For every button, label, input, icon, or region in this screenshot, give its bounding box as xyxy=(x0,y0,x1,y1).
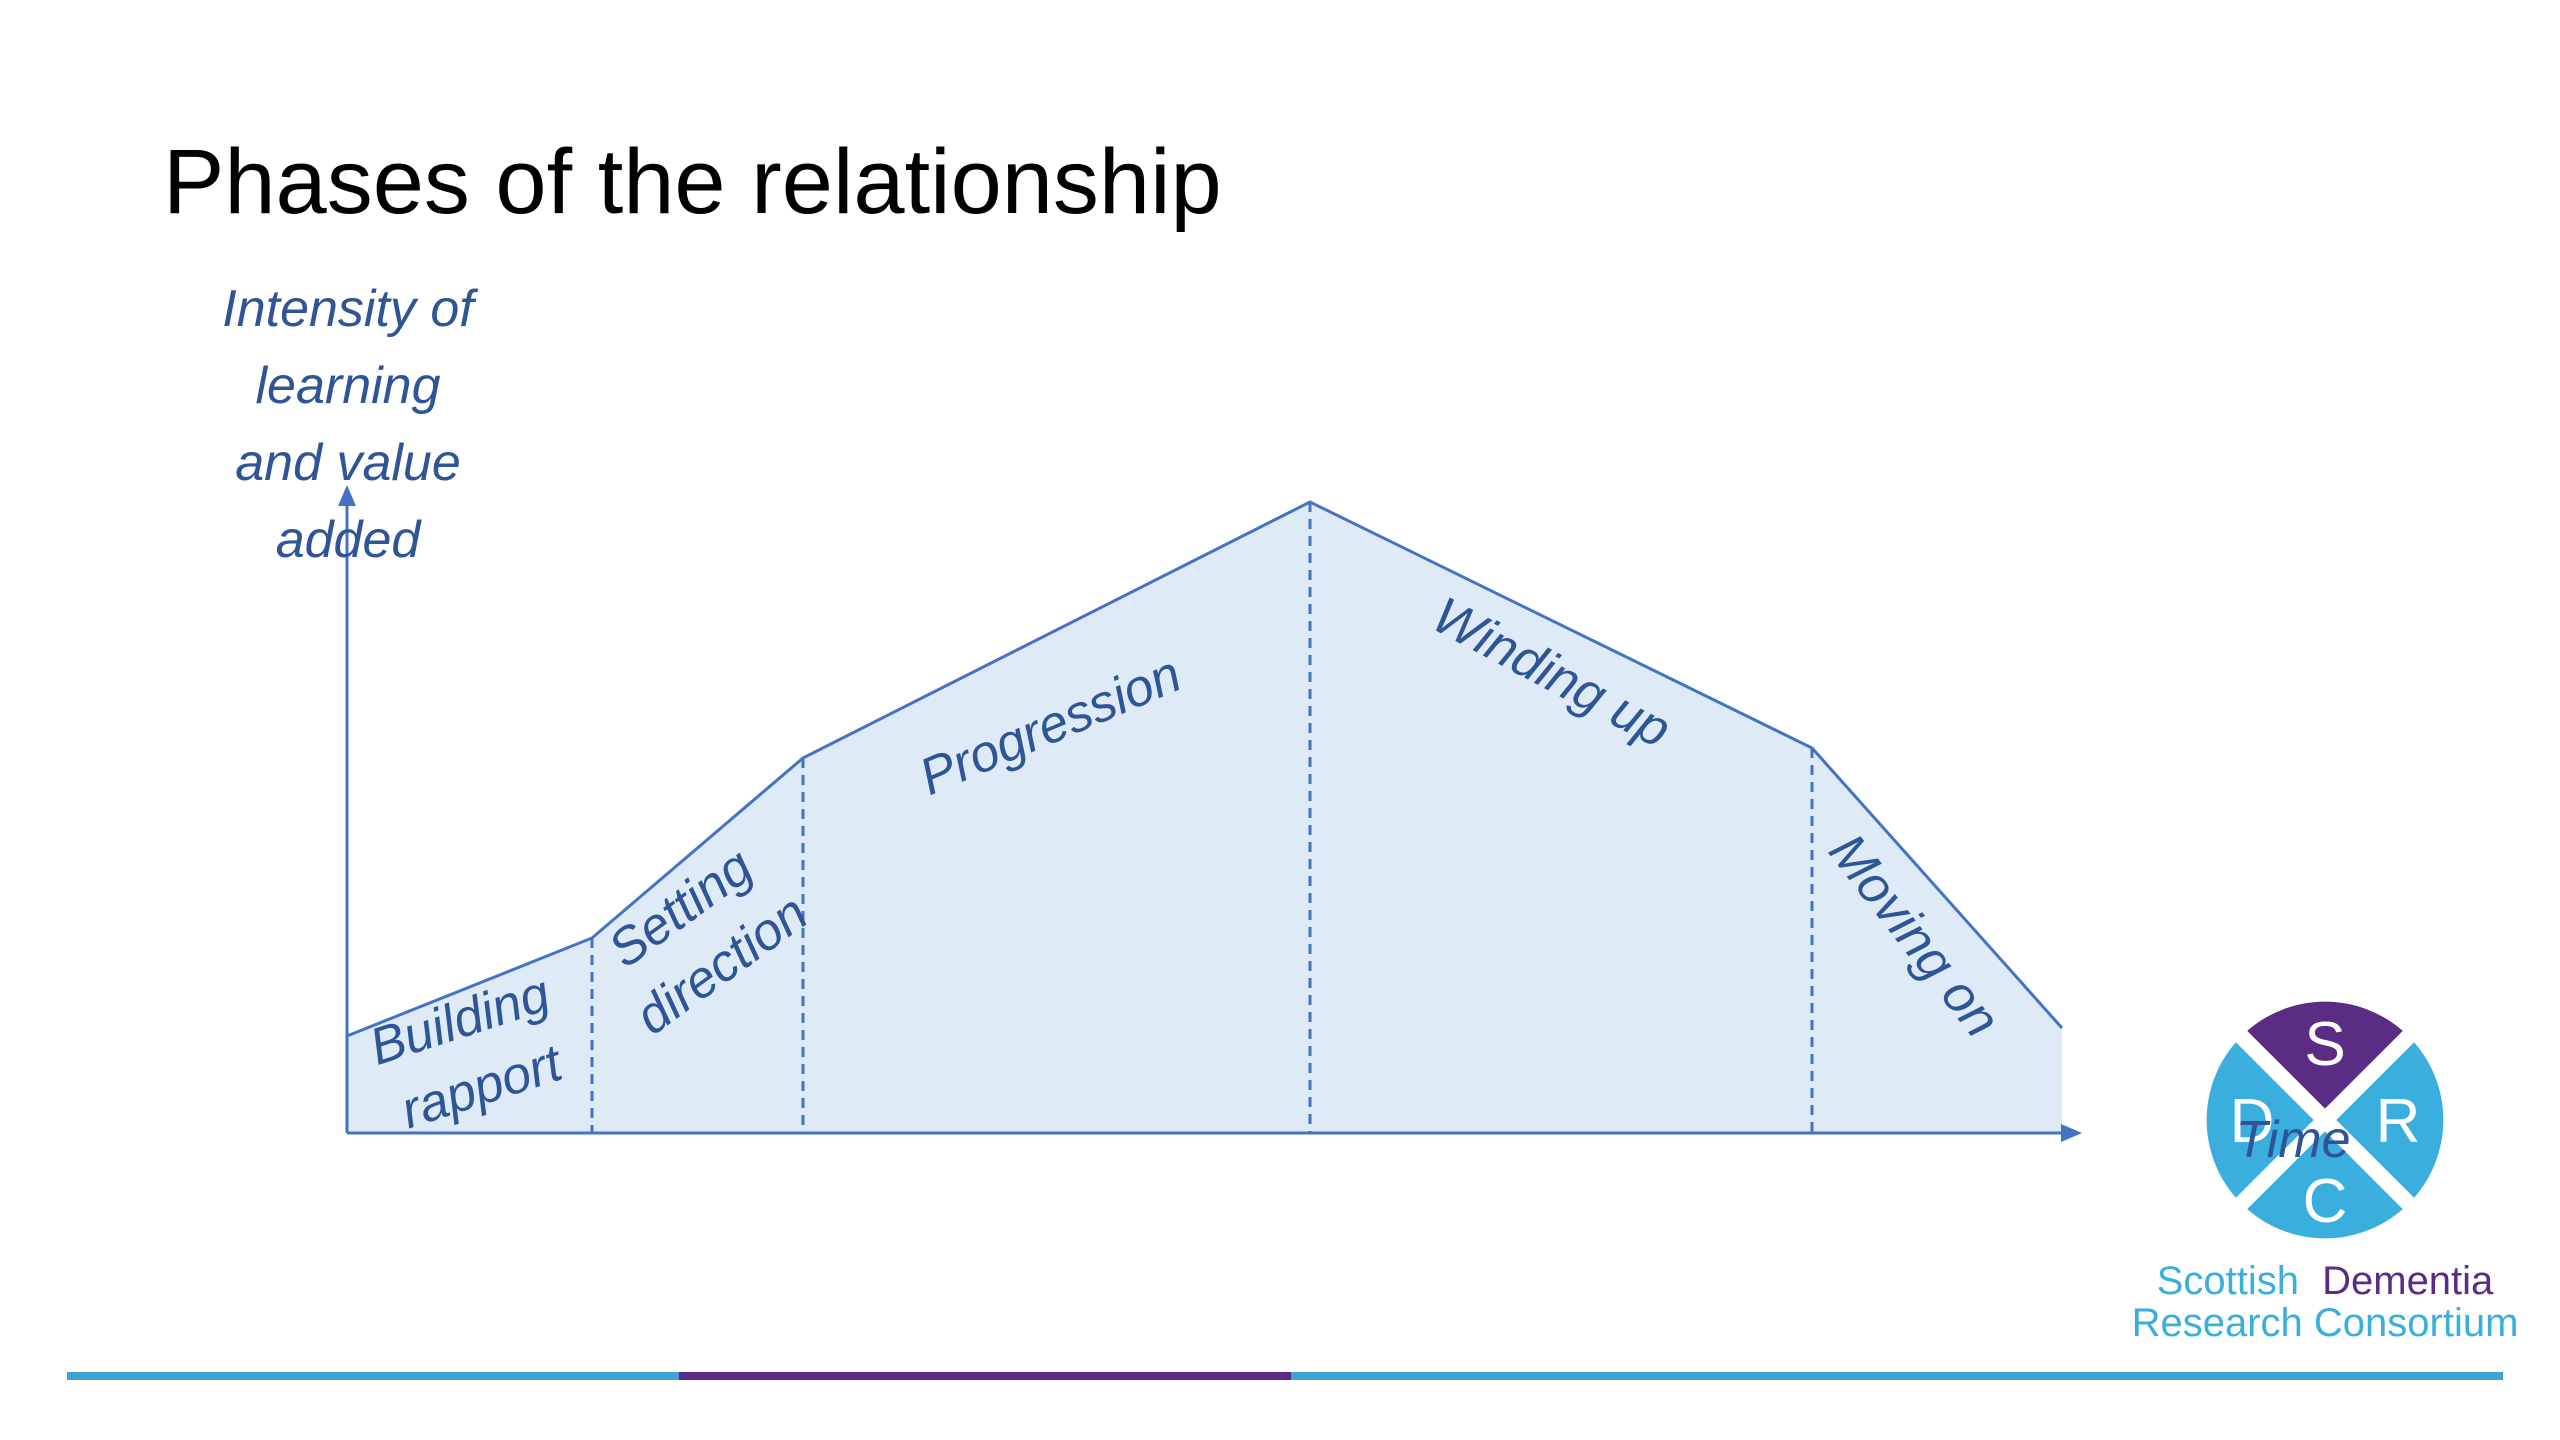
footer-rule-right xyxy=(1291,1372,2503,1380)
y-axis-label-line: added xyxy=(276,511,423,569)
logo-name-dementia: Dementia xyxy=(2322,1259,2494,1303)
intensity-area xyxy=(347,502,2062,1133)
slide-title: Phases of the relationship xyxy=(163,131,1222,233)
intensity-line xyxy=(346,500,2064,1038)
y-axis-label-line: learning xyxy=(255,357,440,415)
logo-name-line-1: Scottish Dementia xyxy=(2157,1259,2494,1303)
y-axis-label-line: and value xyxy=(235,434,461,492)
logo-letter-r: R xyxy=(2376,1087,2421,1156)
logo-name-line-2: Research Consortium xyxy=(2132,1301,2519,1345)
logo-letter-d: D xyxy=(2230,1087,2275,1156)
logo-quadrant-s xyxy=(2336,1042,2444,1198)
sdrc-logo-emblem xyxy=(2206,1001,2444,1239)
footer-rule-left xyxy=(67,1372,679,1380)
x-axis-label: Time xyxy=(2235,1111,2350,1169)
x-axis-arrowhead xyxy=(2061,1124,2082,1142)
footer-rule-middle xyxy=(679,1372,1291,1380)
sdrc-logo: S R C D Scottish Dementia Research Conso… xyxy=(2132,1001,2519,1345)
y-axis-label-line: Intensity of xyxy=(222,280,478,338)
logo-letter-s: S xyxy=(2304,1010,2345,1079)
logo-quadrant-c xyxy=(2206,1042,2314,1198)
logo-quadrant-r xyxy=(2247,1131,2403,1239)
logo-name-scottish: Scottish xyxy=(2157,1259,2299,1303)
logo-letter-c: C xyxy=(2303,1167,2348,1236)
logo-quadrant-d xyxy=(2247,1001,2403,1109)
y-axis-arrowhead xyxy=(338,485,356,506)
